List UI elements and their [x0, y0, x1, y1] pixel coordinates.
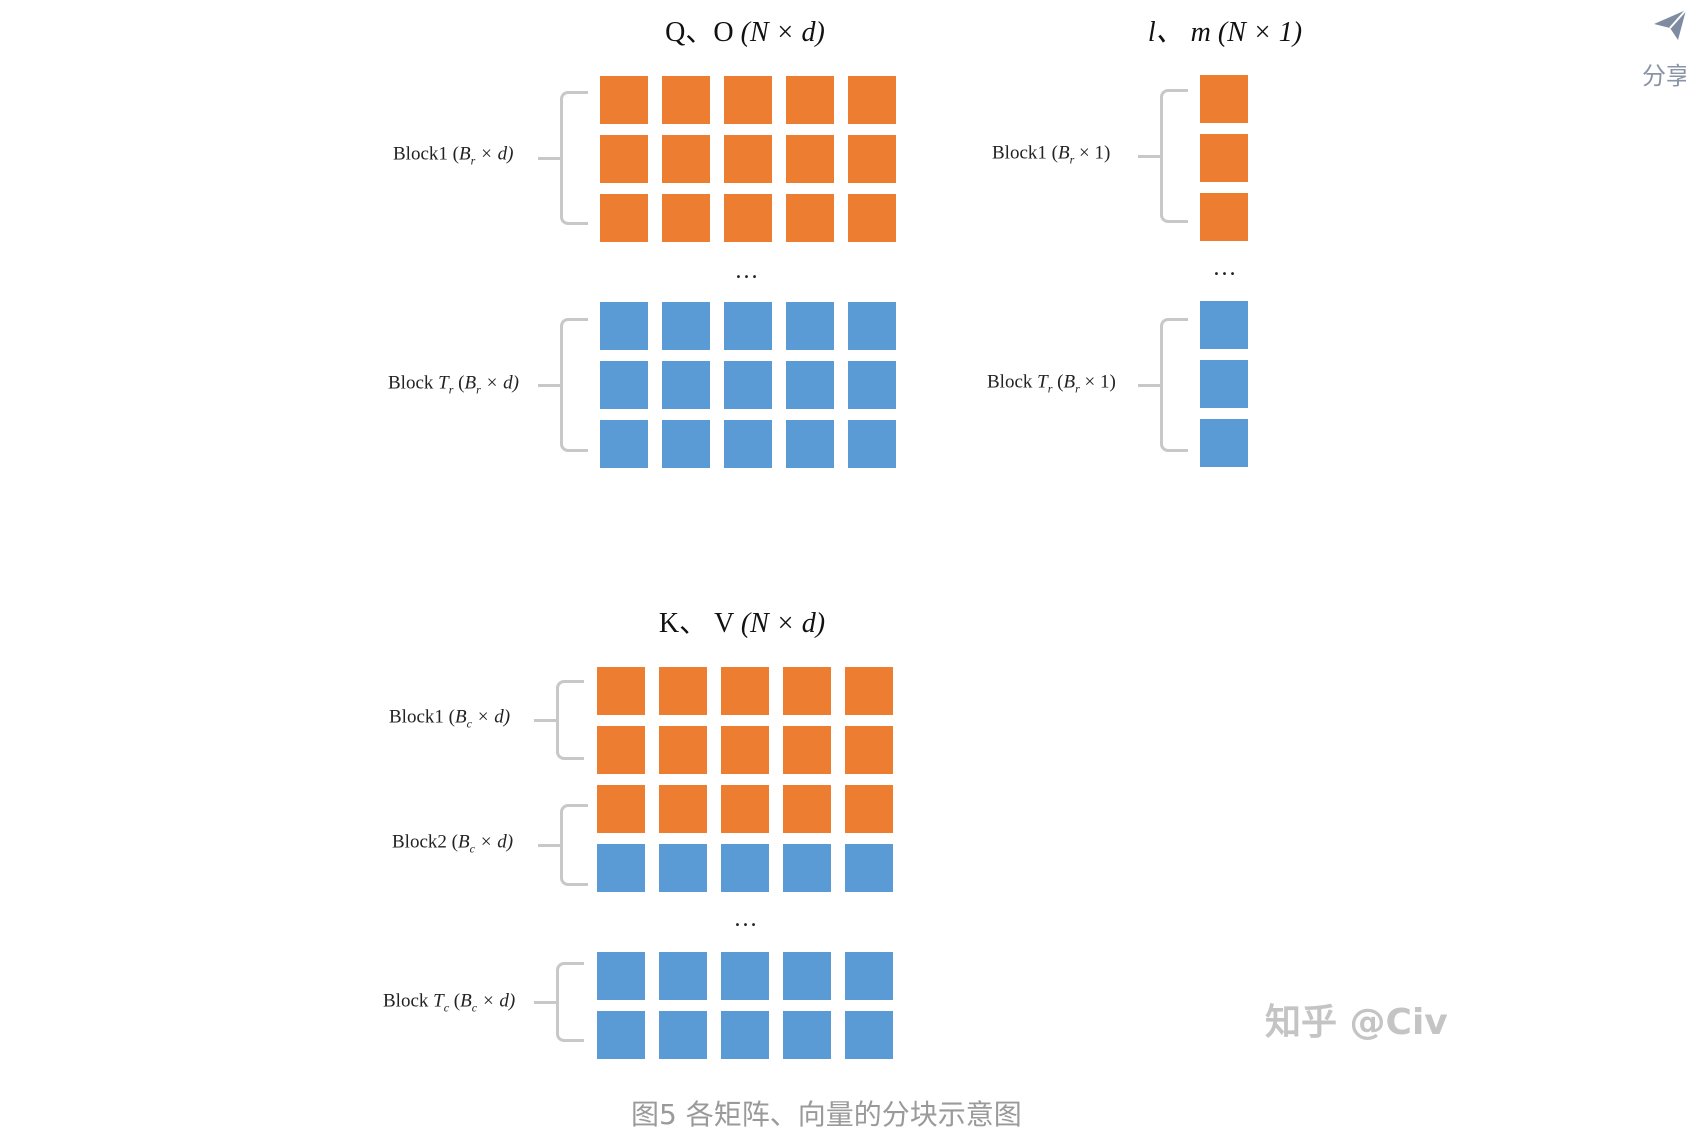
zhihu-watermark: 知乎 @Civ [1265, 1002, 1448, 1043]
kv-grid-cell [721, 726, 769, 774]
kv-title-dims: (N × d) [740, 608, 826, 639]
qo-grid-cell [786, 302, 834, 350]
qo-grid-cell [786, 420, 834, 468]
qo-grid-cell [848, 420, 896, 468]
kv-grid-cell [845, 952, 893, 1000]
kv-grid-cell [659, 1011, 707, 1059]
qo-blocktr-brace [538, 318, 588, 452]
kv-grid-cell [597, 726, 645, 774]
qo-grid-cell [724, 420, 772, 468]
qo-block1-brace [538, 91, 588, 225]
kv-grid-cell [597, 844, 645, 892]
kv-grid-cell [845, 1011, 893, 1059]
kv-grid-cell [845, 726, 893, 774]
qo-title-dims: (N × d) [740, 17, 825, 48]
kv-block1-label: Block1 (Bc × d) [389, 706, 511, 731]
kv-grid-cell [597, 1011, 645, 1059]
lm-block1-brace [1138, 89, 1188, 223]
qo-grid-cell [848, 302, 896, 350]
qo-title-name: Q、O [665, 17, 734, 48]
kv-grid-cell [783, 952, 831, 1000]
qo-grid-cell [600, 135, 648, 183]
kv-grid-cell [845, 844, 893, 892]
qo-grid-cell [600, 302, 648, 350]
share-button[interactable]: 分享 [1640, 4, 1686, 94]
lm-grid-cell [1200, 419, 1248, 467]
kv-title: K、 V (N × d) [659, 601, 825, 641]
lm-title-name: l、 m [1147, 17, 1211, 48]
qo-ellipsis: … [734, 258, 760, 284]
qo-grid-cell [786, 361, 834, 409]
lm-blocktr-label: Block Tr (Br × 1) [987, 371, 1116, 396]
qo-grid-cell [600, 194, 648, 242]
lm-grid-cell [1200, 134, 1248, 182]
kv-ellipsis: … [733, 906, 759, 932]
qo-grid-cell [786, 135, 834, 183]
kv-grid-cell [721, 1011, 769, 1059]
qo-grid-cell [848, 135, 896, 183]
lm-title-dims: (N × 1) [1217, 17, 1303, 48]
qo-grid-cell [600, 361, 648, 409]
lm-grid-cell [1200, 193, 1248, 241]
qo-blocktr-label: Block Tr (Br × d) [388, 372, 519, 397]
qo-grid-cell [786, 194, 834, 242]
kv-grid-cell [721, 844, 769, 892]
kv-grid-cell [659, 844, 707, 892]
qo-grid-cell [662, 194, 710, 242]
qo-grid-cell [662, 302, 710, 350]
kv-block2-brace [538, 804, 588, 886]
lm-blocktr-brace [1138, 318, 1188, 452]
kv-blocktc-label: Block Tc (Bc × d) [383, 990, 516, 1015]
kv-grid-cell [783, 844, 831, 892]
kv-grid-cell [721, 952, 769, 1000]
kv-grid-cell [597, 785, 645, 833]
qo-grid-cell [848, 361, 896, 409]
lm-grid-cell [1200, 75, 1248, 123]
qo-grid-cell [600, 420, 648, 468]
kv-grid-cell [659, 726, 707, 774]
qo-grid-cell [662, 76, 710, 124]
kv-grid-cell [783, 785, 831, 833]
kv-grid-cell [783, 726, 831, 774]
kv-title-name: K、 V [658, 608, 734, 639]
qo-grid-cell [848, 194, 896, 242]
kv-grid-cell [783, 1011, 831, 1059]
qo-title: Q、O (N × d) [665, 10, 825, 50]
kv-block2-label: Block2 (Bc × d) [392, 831, 514, 856]
kv-grid-cell [845, 785, 893, 833]
qo-grid-cell [724, 302, 772, 350]
figure-caption: 图5 各矩阵、向量的分块示意图 [631, 1098, 1022, 1131]
kv-block1-brace [534, 680, 584, 760]
kv-grid-cell [721, 785, 769, 833]
qo-grid-cell [786, 76, 834, 124]
qo-grid-cell [724, 361, 772, 409]
lm-grid-cell [1200, 360, 1248, 408]
lm-title: l、 m (N × 1) [1148, 10, 1302, 50]
kv-grid-cell [659, 785, 707, 833]
kv-grid-cell [597, 952, 645, 1000]
qo-grid-cell [662, 420, 710, 468]
qo-grid-cell [724, 194, 772, 242]
qo-grid-cell [724, 135, 772, 183]
lm-ellipsis: … [1212, 255, 1238, 281]
kv-grid-cell [659, 667, 707, 715]
lm-grid-cell [1200, 301, 1248, 349]
qo-block1-label: Block1 (Br × d) [393, 143, 514, 168]
qo-grid-cell [662, 361, 710, 409]
kv-blocktc-brace [534, 962, 584, 1042]
kv-grid-cell [783, 667, 831, 715]
share-label: 分享 [1642, 62, 1686, 90]
qo-grid-cell [848, 76, 896, 124]
qo-grid-cell [724, 76, 772, 124]
qo-grid-cell [662, 135, 710, 183]
paper-plane-icon [1654, 9, 1686, 40]
qo-grid-cell [600, 76, 648, 124]
lm-block1-label: Block1 (Br × 1) [992, 142, 1111, 167]
kv-grid-cell [845, 667, 893, 715]
kv-grid-cell [597, 667, 645, 715]
kv-grid-cell [659, 952, 707, 1000]
kv-grid-cell [721, 667, 769, 715]
